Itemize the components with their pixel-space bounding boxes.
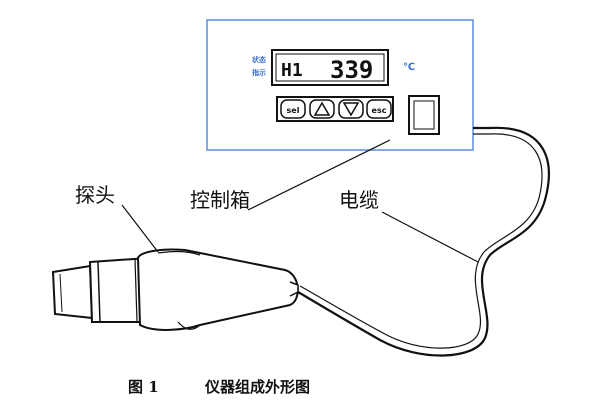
lcd-mode-text: H1 xyxy=(281,60,303,81)
lcd-value-text: 339 xyxy=(330,56,373,84)
cable-leader-line xyxy=(381,211,479,263)
figure-title: 仪器组成外形图 xyxy=(204,378,310,396)
up-button[interactable] xyxy=(309,99,335,119)
cable-inner xyxy=(299,133,543,349)
probe xyxy=(51,248,299,331)
control-box-leader-line xyxy=(247,139,391,211)
indicator-label-top: 状态 xyxy=(252,55,266,64)
cable xyxy=(297,126,550,357)
up-arrow-icon xyxy=(313,101,331,116)
figure-number: 图 1 xyxy=(128,378,159,396)
down-button[interactable] xyxy=(338,99,364,119)
down-arrow-icon xyxy=(342,102,360,117)
sel-button[interactable]: sel xyxy=(280,99,306,119)
control-box-label: 控制箱 xyxy=(190,188,250,212)
probe-label: 探头 xyxy=(75,183,115,207)
lcd-display-inner xyxy=(275,53,385,82)
control-box: 状态 指示 H1 339 ℃ sel esc xyxy=(206,19,474,151)
cable-label: 电缆 xyxy=(339,188,379,212)
probe-leader-line xyxy=(121,204,159,253)
esc-button[interactable]: esc xyxy=(366,99,392,119)
indicator-label-bottom: 指示 xyxy=(252,68,266,77)
probe-body xyxy=(136,248,299,331)
unit-text: ℃ xyxy=(403,62,415,73)
probe-tip xyxy=(51,264,94,320)
lcd-display xyxy=(271,49,389,86)
svg-text:sel: sel xyxy=(287,106,300,115)
svg-text:esc: esc xyxy=(372,106,387,115)
power-switch-inner xyxy=(413,100,435,130)
